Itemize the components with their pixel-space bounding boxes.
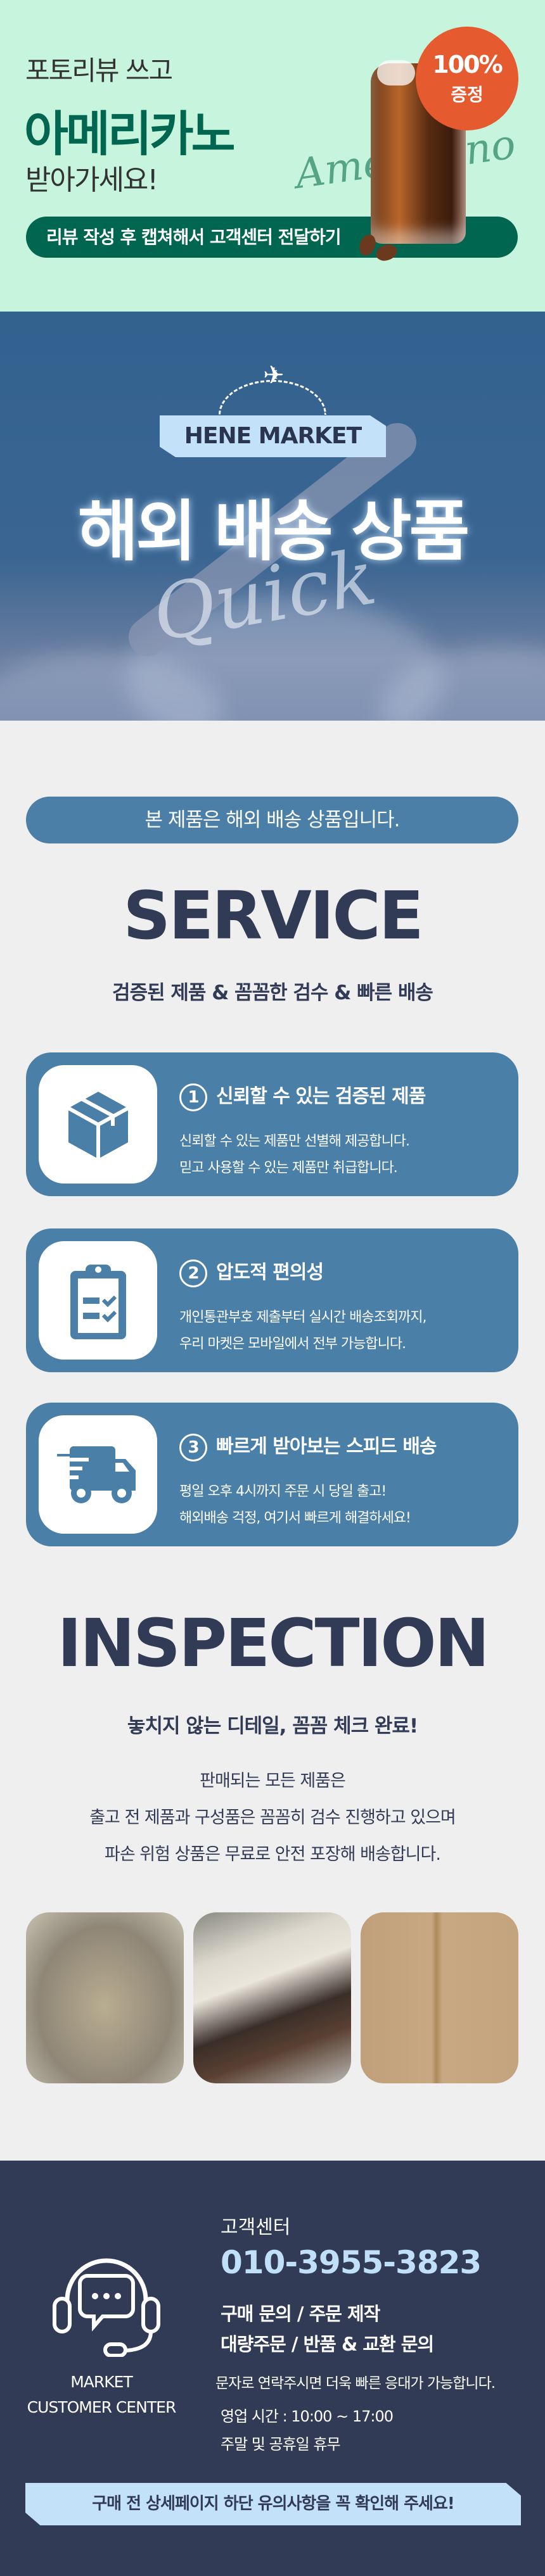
badge-label: 증정 xyxy=(451,84,484,105)
service-subheading: 검증된 제품 & 꼼꼼한 검수 & 빠른 배송 xyxy=(112,982,433,1004)
clipboard-check-icon xyxy=(39,1241,157,1360)
number-badge: 1 xyxy=(179,1083,207,1111)
promo-line1: 포토리뷰 쓰고 xyxy=(25,55,173,86)
market-label: MARKET xyxy=(70,2373,133,2391)
inspection-heading: INSPECTION xyxy=(57,1605,489,1682)
phone-number[interactable]: 010-3955-3823 xyxy=(221,2244,482,2281)
card-line: 해외배송 걱정, 여기서 빠르게 해결하세요! xyxy=(179,1510,411,1526)
wooden-crate-photo xyxy=(361,1912,518,2083)
sms-note: 문자로 연락주시면 더욱 빠른 응대가 가능합니다. xyxy=(215,2375,496,2392)
body-line: 판매되는 모든 제품은 xyxy=(200,1771,346,1791)
hero-title: 해외 배송 상품 xyxy=(77,493,470,570)
service-heading: SERVICE xyxy=(123,877,424,954)
promo-line3: 받아가세요! xyxy=(25,164,158,196)
number-badge: 2 xyxy=(179,1259,207,1287)
card-title: 신뢰할 수 있는 검증된 제품 xyxy=(216,1085,426,1108)
hours-line: 영업 시간 : 10:00 ~ 17:00 xyxy=(221,2408,394,2425)
inquiry-line: 대량주문 / 반품 & 교환 문의 xyxy=(221,2333,434,2355)
badge-percent: 100% xyxy=(432,51,503,79)
card-title: 압도적 편의성 xyxy=(216,1261,324,1284)
promo-banner: 포토리뷰 쓰고 아메리카노 받아가세요! Americano 리뷰 작성 후 캡… xyxy=(0,0,545,312)
overseas-notice-pill: 본 제품은 해외 배송 상품입니다. xyxy=(26,797,518,843)
service-card-1: 1 신뢰할 수 있는 검증된 제품 신뢰할 수 있는 제품만 선별해 제공합니다.… xyxy=(26,1052,518,1196)
number-badge: 3 xyxy=(179,1433,207,1462)
service-card-3: 3 빠르게 받아보는 스피드 배송 평일 오후 4시까지 주문 시 당일 출고! 해… xyxy=(26,1403,518,1546)
hero-section: ✈ HENE MARKET Quick 해외 배송 상품 xyxy=(0,312,545,721)
inquiry-line: 구매 문의 / 주문 제작 xyxy=(221,2303,380,2325)
service-card-2: 2 압도적 편의성 개인통관부호 제출부터 실시간 배송조회까지, 우리 마켓은 모… xyxy=(26,1228,518,1372)
box-icon xyxy=(39,1065,157,1184)
card-line: 신뢰할 수 있는 제품만 선별해 제공합니다. xyxy=(179,1133,410,1149)
inquiry-types: 구매 문의 / 주문 제작 대량주문 / 반품 & 교환 문의 xyxy=(221,2299,434,2359)
market-customer-center-label: MARKET CUSTOMER CENTER xyxy=(0,2370,203,2420)
body-line: 출고 전 제품과 구성품은 꼼꼼히 검수 진행하고 있으며 xyxy=(89,1808,456,1828)
gift-badge: 100% 증정 xyxy=(416,27,518,130)
review-pill-text: 리뷰 작성 후 캡쳐해서 고객센터 전달하기 xyxy=(46,227,342,248)
closed-line: 주말 및 공휴일 휴무 xyxy=(221,2435,341,2453)
airplane-icon: ✈ xyxy=(263,361,285,390)
customer-center-label: CUSTOMER CENTER xyxy=(27,2398,177,2416)
customer-center-footer: MARKET CUSTOMER CENTER 고객센터 010-3955-382… xyxy=(0,2161,545,2576)
body-line: 파손 위험 상품은 무료로 안전 포장해 배송합니다. xyxy=(105,1845,441,1864)
headset-chat-icon xyxy=(49,2249,164,2359)
caution-notice: 구매 전 상세페이지 하단 유의사항을 꼭 확인해 주세요! xyxy=(25,2483,521,2525)
ice-image xyxy=(377,60,415,85)
brand-label: HENE MARKET xyxy=(160,415,386,457)
business-hours: 영업 시간 : 10:00 ~ 17:00 주말 및 공휴일 휴무 xyxy=(221,2402,394,2458)
inspection-body: 판매되는 모든 제품은 출고 전 제품과 구성품은 꼼꼼히 검수 진행하고 있으… xyxy=(0,1763,545,1873)
card-line: 평일 오후 4시까지 주문 시 당일 출고! xyxy=(179,1484,387,1500)
card-line: 믿고 사용할 수 있는 제품만 취급합니다. xyxy=(179,1160,398,1176)
card-title: 빠르게 받아보는 스피드 배송 xyxy=(216,1436,437,1458)
delivery-truck-icon xyxy=(39,1415,157,1534)
wrapped-furniture-photo xyxy=(193,1912,351,2083)
card-line: 개인통관부호 제출부터 실시간 배송조회까지, xyxy=(179,1310,427,1325)
card-line: 우리 마켓은 모바일에서 전부 가능합니다. xyxy=(179,1336,406,1352)
promo-line2: 아메리카노 xyxy=(24,106,236,162)
bubble-wrapped-package-photo xyxy=(26,1912,184,2083)
inspection-subheading: 놓치지 않는 디테일, 꼼꼼 체크 완료! xyxy=(127,1715,418,1738)
cs-label: 고객센터 xyxy=(221,2216,291,2238)
